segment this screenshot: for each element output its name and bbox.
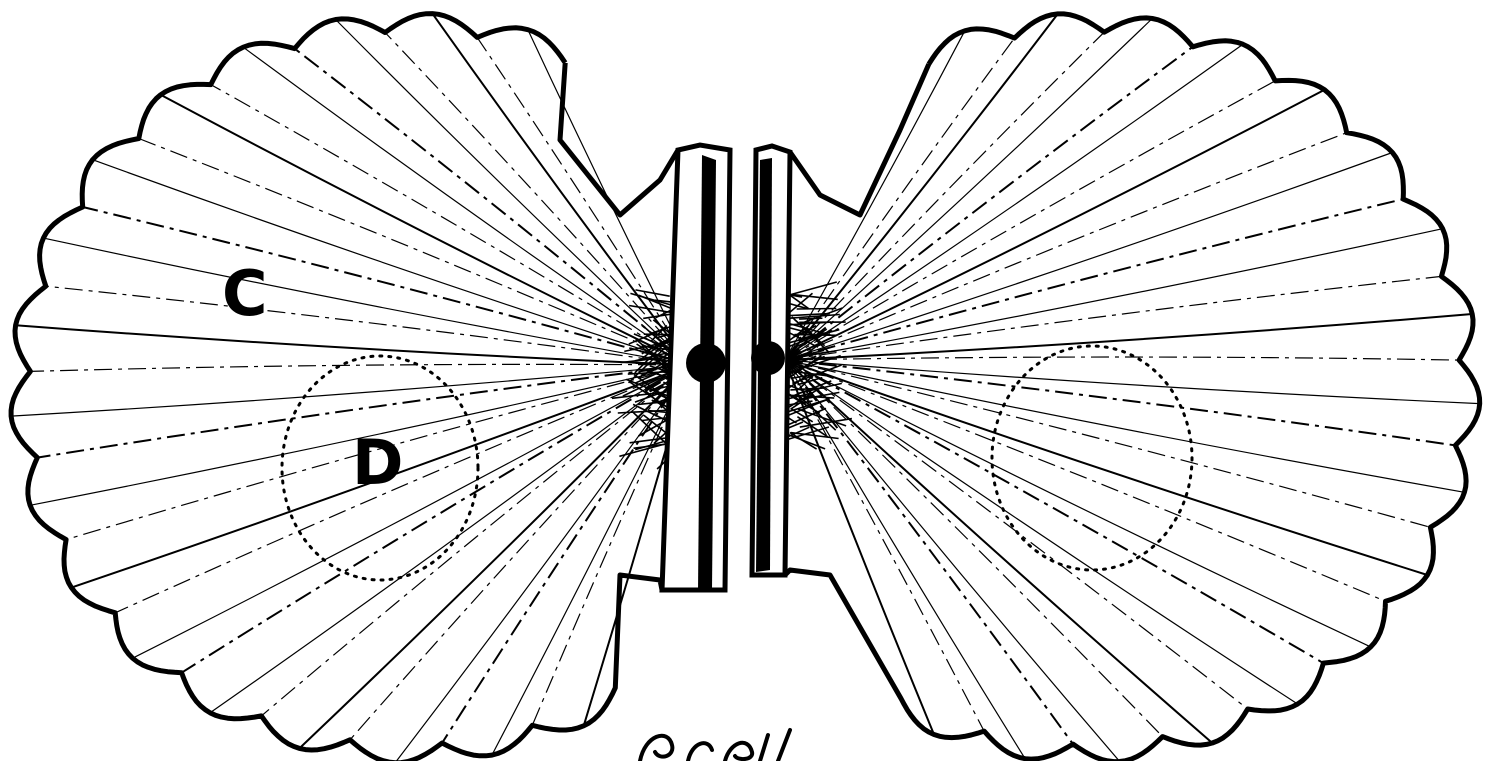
label-c: C (222, 263, 268, 325)
shading-stroke (799, 318, 822, 319)
rib-line (785, 360, 1248, 709)
rib-line (299, 365, 690, 748)
rib-line (785, 314, 1472, 360)
rib-line (785, 133, 1347, 360)
rib-line (261, 365, 690, 716)
rib-line (785, 360, 1455, 445)
left-valve-ribs (11, 14, 690, 761)
rib-line (785, 360, 1073, 744)
rib-line (785, 90, 1325, 360)
shading-stroke (797, 309, 837, 310)
rib-line (785, 357, 1459, 360)
right-valve (781, 14, 1480, 761)
left-valve-outline (11, 14, 678, 761)
rib-line (785, 360, 1464, 492)
rib-line (785, 360, 1212, 743)
rib-line (785, 360, 1371, 647)
right-valve-ribs (785, 14, 1480, 761)
left-umbo-dot (686, 343, 726, 383)
right-valve-outline (785, 14, 1480, 761)
rib-line (211, 85, 690, 365)
right-hinge-shading (781, 282, 852, 449)
rib-line (785, 360, 1298, 704)
rib-line (133, 365, 690, 658)
rib-line (785, 44, 1243, 360)
rib-line (785, 360, 1323, 663)
rib-line (30, 364, 690, 371)
rib-line (785, 199, 1403, 360)
signature-scrawl (640, 730, 790, 761)
rib-line (785, 360, 1163, 737)
label-d: D (352, 432, 403, 494)
rib-line (336, 20, 690, 366)
left-valve (11, 14, 690, 761)
rib-line (785, 360, 1430, 527)
rib-line (785, 360, 1120, 761)
rib-line (785, 360, 1427, 575)
rib-line (350, 365, 690, 740)
right-umbo-dot (751, 341, 785, 375)
rib-line (785, 38, 1015, 360)
right-muscle-scar-outline (992, 346, 1192, 570)
rib-line (83, 207, 690, 365)
shading-stroke (795, 335, 837, 336)
rib-line (785, 360, 1025, 759)
hinge-ligament (662, 145, 790, 592)
rib-line (11, 365, 690, 416)
